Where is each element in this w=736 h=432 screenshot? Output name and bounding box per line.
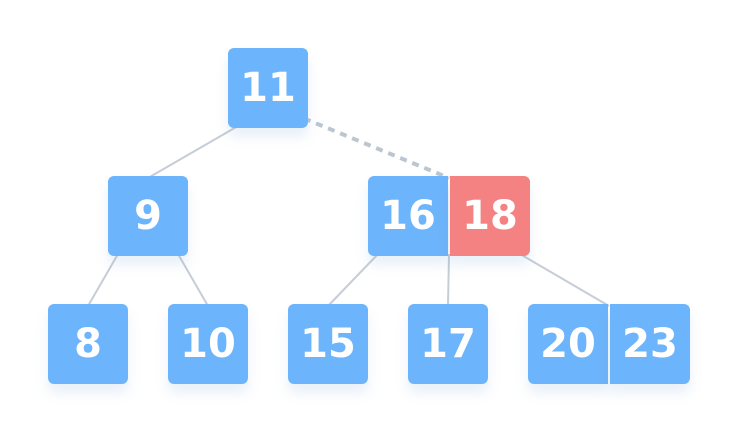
- edge-right-child-to-leaf-20-23: [519, 253, 610, 307]
- edge-right-child-to-leaf-17: [447, 253, 450, 307]
- node-left-child: 9: [108, 176, 188, 256]
- key-23: 23: [610, 304, 690, 384]
- key-20: 20: [528, 304, 608, 384]
- edge-root-to-right-child: [303, 116, 450, 180]
- key-9: 9: [108, 176, 188, 256]
- node-leaf-8: 8: [48, 304, 128, 384]
- edge-right-child-to-leaf-15: [327, 253, 379, 307]
- key-16: 16: [368, 176, 448, 256]
- node-right-child: 16 18: [368, 176, 530, 256]
- edge-root-to-left-child: [147, 125, 239, 179]
- node-leaf-15: 15: [288, 304, 368, 384]
- key-10: 10: [168, 304, 248, 384]
- key-8: 8: [48, 304, 128, 384]
- key-11: 11: [228, 48, 308, 128]
- key-18-highlighted: 18: [450, 176, 530, 256]
- edge-left-child-to-leaf-8: [87, 253, 119, 307]
- node-leaf-10: 10: [168, 304, 248, 384]
- node-root: 11: [228, 48, 308, 128]
- node-leaf-20-23: 20 23: [528, 304, 690, 384]
- node-leaf-17: 17: [408, 304, 488, 384]
- key-15: 15: [288, 304, 368, 384]
- key-17: 17: [408, 304, 488, 384]
- edge-left-child-to-leaf-10: [177, 253, 209, 307]
